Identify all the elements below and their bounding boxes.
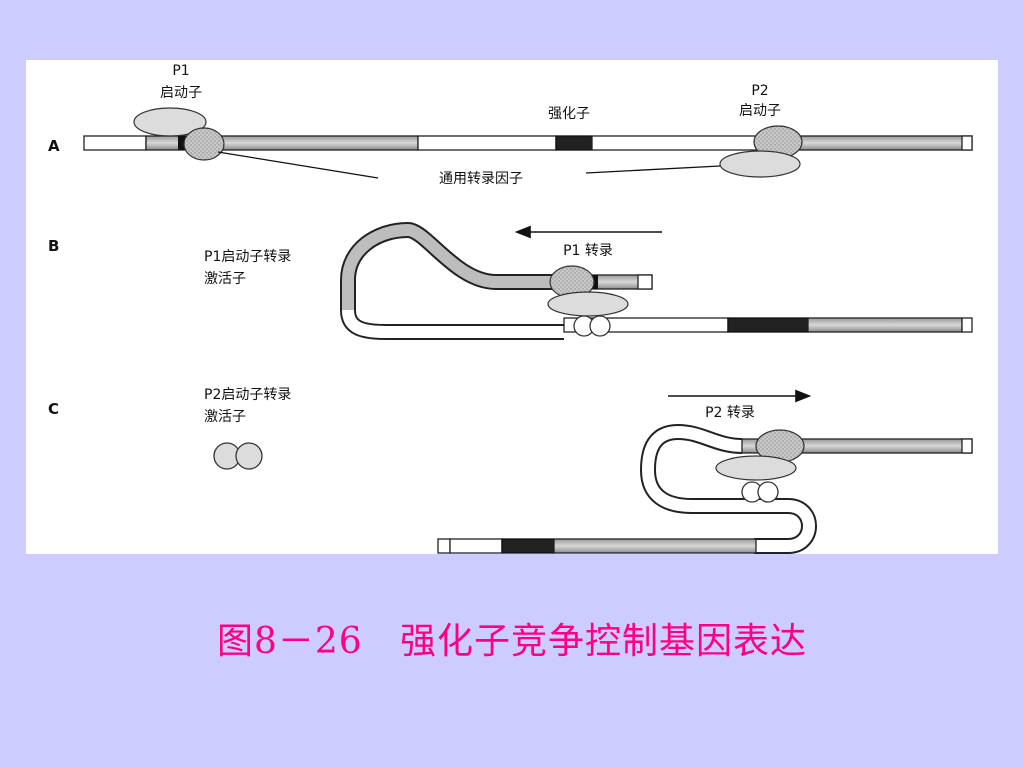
dna-c-upper-end — [961, 438, 973, 454]
panel-letter-b: B — [48, 237, 60, 255]
p2-factor-bottom — [719, 150, 801, 178]
panel-letter-a: A — [48, 137, 60, 155]
c-activator-dimer-right — [757, 481, 779, 503]
b-activator-body — [547, 291, 629, 317]
p2-label: P2 — [751, 83, 769, 99]
p1-factor-top — [133, 107, 207, 137]
figure-caption: 图8－26 强化子竞争控制基因表达 — [216, 621, 808, 662]
p2-activator-label-line2: 激活子 — [204, 409, 246, 425]
dna-a-white-right — [591, 135, 763, 151]
dna-c-lower-white — [449, 538, 503, 554]
enhancer-element — [555, 135, 593, 151]
dna-b-upper-end — [637, 274, 653, 290]
dna-c-loop-fill — [641, 425, 815, 552]
p2-promoter-label: 启动子 — [739, 103, 781, 119]
panel-letter-c: C — [48, 400, 60, 418]
panel-c — [213, 389, 973, 554]
p1-activator-label-line1: P1启动子转录 — [204, 249, 292, 265]
dna-b-enhancer — [727, 317, 809, 333]
figure-panel: A P1 启动子 强化子 P2 启动子 通用转录因子 B P1启动子转录 激活子… — [26, 60, 998, 554]
dna-a-end-right — [961, 135, 973, 151]
p2-activator-label-line1: P2启动子转录 — [204, 387, 292, 403]
p1-general-tf — [183, 127, 225, 161]
general-tf-label: 通用转录因子 — [439, 171, 523, 187]
panel-a — [83, 107, 973, 179]
panel-b — [340, 221, 973, 340]
p2-transcription-label: P2 转录 — [705, 405, 755, 421]
dna-a-white-left — [83, 135, 147, 151]
dna-b-loop-fill — [342, 223, 564, 338]
tf-pointer-left — [217, 151, 379, 179]
dna-a-white-mid — [417, 135, 557, 151]
dna-c-enhancer — [501, 538, 555, 554]
dna-b-lower-end — [961, 317, 973, 333]
diagram-svg — [83, 107, 973, 554]
dna-c-lower-shaded — [553, 538, 757, 554]
p1-promoter-label: 启动子 — [160, 85, 202, 101]
tf-pointer-right — [585, 165, 721, 174]
b-activator-dimer-right — [589, 315, 611, 337]
p1-transcription-label: P1 转录 — [563, 243, 613, 259]
enhancer-label: 强化子 — [548, 106, 590, 122]
c-activator-body — [715, 455, 797, 481]
dna-c-lower-end — [437, 538, 451, 554]
dna-b-loop-white — [342, 309, 564, 338]
activator-dimer-icon-right — [235, 442, 263, 470]
p1-label: P1 — [172, 63, 190, 79]
dna-b-lower-shaded — [807, 317, 963, 333]
p1-activator-label-line2: 激活子 — [204, 271, 246, 287]
